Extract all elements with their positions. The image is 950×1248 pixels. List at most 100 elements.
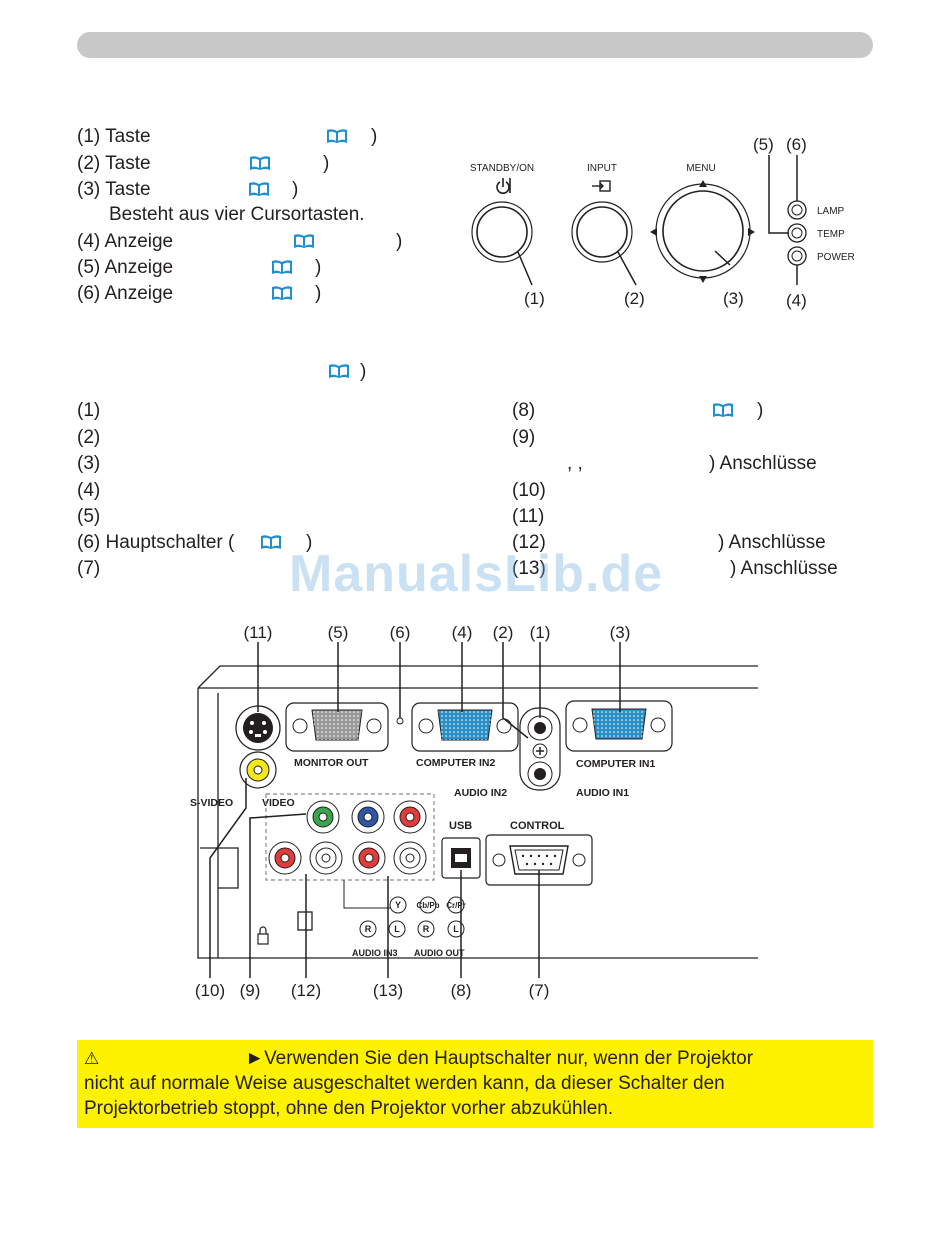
audio-in3-label: AUDIO IN3 — [352, 948, 398, 958]
book-icon[interactable] — [271, 285, 293, 301]
book-icon[interactable] — [293, 233, 315, 249]
callout: (6) — [390, 623, 411, 642]
callout: (9) — [240, 981, 261, 1000]
list-item: (3) Taste — [77, 179, 151, 200]
lamp-label: LAMP — [817, 206, 845, 217]
header-bar — [77, 32, 873, 58]
list-close: ) — [396, 231, 403, 252]
arrow-icon: ► — [245, 1048, 265, 1069]
list-close: ) — [323, 153, 330, 174]
list-close: ) — [315, 283, 322, 304]
video-port — [239, 751, 277, 789]
control-label: CONTROL — [510, 820, 565, 832]
book-icon[interactable] — [260, 534, 282, 550]
callout: (8) — [451, 981, 472, 1000]
list-item-tail: ) Anschlüsse — [709, 453, 817, 474]
rear-panel-diagram: S-VIDEO VIDEO MONITOR OUT COMPUTER IN2 A… — [190, 623, 758, 1000]
svg-text:L: L — [394, 924, 400, 934]
callout: (6) — [786, 135, 807, 154]
control-panel-diagram: STANDBY/ON INPUT MENU LAMP TEMP POWER — [470, 135, 855, 310]
list-item: (7) — [77, 558, 101, 579]
warning-line-1: ⚠►Verwenden Sie den Hauptschalter nur, w… — [84, 1048, 754, 1069]
arrow-up-icon — [699, 180, 707, 187]
menu-button — [650, 180, 755, 283]
list-item-commas: , , — [567, 453, 583, 474]
book-icon[interactable] — [249, 155, 271, 171]
callout: (1) — [530, 623, 551, 642]
list-item: (8) — [512, 400, 536, 421]
list-item: (5) Anzeige — [77, 257, 174, 278]
list-item: (10) — [512, 480, 546, 501]
svg-text:Y: Y — [395, 900, 401, 910]
book-icon[interactable] — [712, 402, 734, 418]
s-video-label: S-VIDEO — [190, 797, 233, 809]
book-icon[interactable] — [271, 259, 293, 275]
arrow-right-icon — [748, 228, 755, 236]
list-item: (2) — [77, 427, 101, 448]
list-close: ) — [371, 126, 378, 147]
callout: (3) — [610, 623, 631, 642]
warning-icon: ⚠ — [84, 1049, 100, 1068]
book-icon[interactable] — [326, 128, 348, 144]
list-item: (3) — [77, 453, 101, 474]
list-item: (1) Taste — [77, 126, 151, 147]
list-item: (2) Taste — [77, 153, 151, 174]
audio-in2-label: AUDIO IN2 — [454, 787, 507, 799]
list-item: (6) Hauptschalter ( — [77, 532, 235, 553]
callout: (4) — [786, 291, 807, 310]
warning-box: ⚠►Verwenden Sie den Hauptschalter nur, w… — [77, 1040, 873, 1128]
callout: (5) — [753, 135, 774, 154]
video-label: VIDEO — [262, 797, 295, 809]
standby-button — [471, 201, 533, 263]
svg-text:Cb/Pb: Cb/Pb — [416, 901, 439, 910]
callout: (2) — [493, 623, 514, 642]
power-label: POWER — [817, 252, 855, 263]
warning-line-3: Projektorbetrieb stoppt, ohne den Projek… — [84, 1098, 614, 1119]
list-item: (4) — [77, 480, 101, 501]
arrow-down-icon — [699, 276, 707, 283]
arrow-left-icon — [650, 228, 657, 236]
control-port — [485, 834, 593, 886]
list-item: (6) Anzeige — [77, 283, 174, 304]
book-icon[interactable] — [248, 181, 270, 197]
callout: (1) — [524, 289, 545, 308]
s-video-port — [235, 705, 281, 751]
list-item: (13) — [512, 558, 546, 579]
book-icon[interactable] — [328, 363, 350, 379]
list-item: (12) — [512, 532, 546, 553]
power-icon — [496, 178, 511, 194]
monitor-out-port — [285, 702, 389, 752]
list-item: (11) — [512, 506, 545, 527]
input-icon — [592, 180, 611, 192]
list-close: ) — [315, 257, 322, 278]
projector-housing — [197, 665, 758, 959]
audio-io-labels: Y Cb/Pb Cr/Pr R L R L — [359, 896, 466, 938]
list-item-tail: ) Anschlüsse — [718, 532, 826, 553]
list-item: (4) Anzeige — [77, 231, 174, 252]
lamp-indicator — [787, 200, 807, 220]
svg-text:R: R — [423, 924, 430, 934]
computer-in2-label: COMPUTER IN2 — [416, 757, 496, 769]
callout: (2) — [624, 289, 645, 308]
list-item: (5) — [77, 506, 101, 527]
svg-text:Cr/Pr: Cr/Pr — [446, 901, 466, 910]
section-ref-close: ) — [360, 361, 367, 382]
input-label: INPUT — [587, 163, 617, 174]
usb-label: USB — [449, 820, 472, 832]
power-indicator — [787, 246, 807, 266]
computer-in1-label: COMPUTER IN1 — [576, 758, 656, 770]
input-button — [571, 201, 633, 263]
standby-label: STANDBY/ON — [470, 163, 534, 174]
menu-label: MENU — [686, 163, 715, 174]
callout: (12) — [291, 981, 321, 1000]
main-switch — [396, 717, 404, 725]
svg-text:R: R — [365, 924, 372, 934]
callout: (10) — [195, 981, 225, 1000]
callout: (3) — [723, 289, 744, 308]
callout: (5) — [328, 623, 349, 642]
audio-in-ports — [519, 707, 561, 791]
watermark: ManualsLib.de — [289, 545, 664, 603]
list-item: (9) — [512, 427, 536, 448]
list-item-note: Besteht aus vier Cursortasten. — [109, 204, 365, 225]
temp-indicator — [787, 223, 807, 243]
